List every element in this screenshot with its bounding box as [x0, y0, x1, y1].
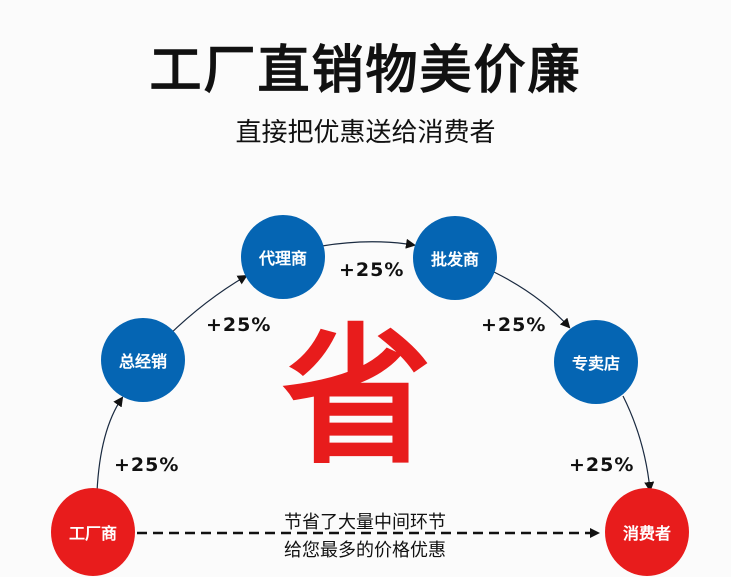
- markup-label: +25%: [569, 454, 635, 476]
- arrow-agent-to-wholesaler: [321, 238, 416, 249]
- arrow-wholesaler-to-store: [493, 271, 571, 329]
- node-store: 专卖店: [554, 320, 638, 404]
- node-consumer: 消费者: [605, 488, 689, 576]
- arrow-factory-to-distributor: [96, 396, 124, 493]
- markup-label: +25%: [114, 454, 180, 476]
- markup-label: +25%: [481, 314, 547, 336]
- node-general-distributor: 总经销: [101, 318, 185, 402]
- markup-label: +25%: [339, 259, 405, 281]
- note-line-1: 节省了大量中间环节: [284, 512, 446, 533]
- page-title: 工厂直销物美价廉: [149, 41, 582, 101]
- markup-label: +25%: [206, 314, 272, 336]
- save-character: 省: [282, 311, 433, 485]
- node-agent: 代理商: [241, 215, 325, 299]
- node-factory: 工厂商: [51, 488, 135, 576]
- subtitle: 直接把优惠送给消费者: [235, 118, 496, 148]
- node-wholesaler: 批发商: [413, 216, 497, 300]
- arrow-distributor-to-agent: [167, 274, 248, 337]
- arrow-store-to-consumer: [622, 395, 655, 492]
- note-line-2: 给您最多的价格优惠: [284, 540, 446, 561]
